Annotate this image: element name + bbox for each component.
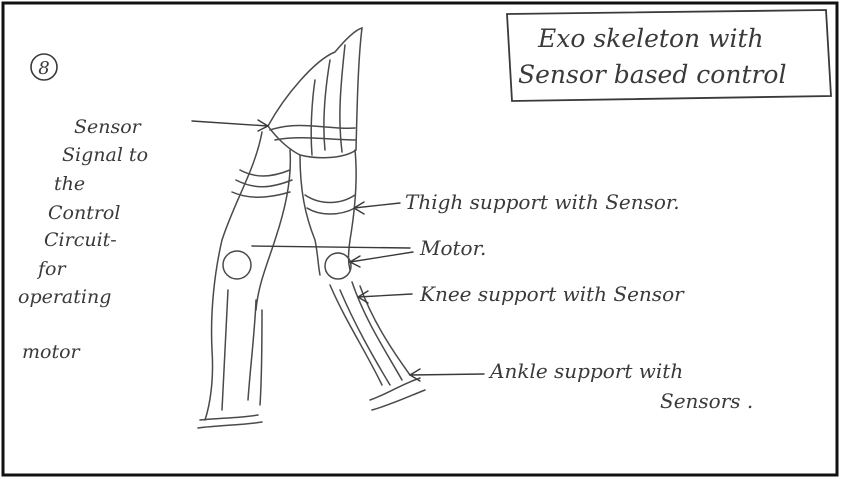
left-label-line: for <box>36 258 67 280</box>
ankle-support-label-line-2: Sensors . <box>660 389 753 413</box>
left-label-line: motor <box>22 341 82 363</box>
motor-label: Motor. <box>419 236 486 260</box>
left-label-line: operating <box>18 286 111 308</box>
title-line-1: Exo skeleton with <box>537 24 764 53</box>
left-label-line: the <box>54 173 85 195</box>
left-label-line: Signal to <box>62 144 148 166</box>
motor-arrow <box>252 246 413 267</box>
thigh-arrow <box>354 202 400 214</box>
ankle-support-label-line-1: Ankle support with <box>488 359 683 383</box>
title-line-2: Sensor based control <box>518 60 786 89</box>
front-foot <box>370 378 425 410</box>
sensor-signal-arrow <box>192 120 268 131</box>
knee-arrow <box>358 291 412 303</box>
back-thigh-front <box>256 150 290 310</box>
ankle-arrow <box>410 369 484 381</box>
hip-shading-2 <box>270 125 355 140</box>
knee-support-label: Knee support with Sensor <box>419 282 685 306</box>
back-foot <box>198 415 262 428</box>
thigh-support-label: Thigh support with Sensor. <box>405 190 680 214</box>
left-label-line: Control <box>48 202 120 224</box>
front-thigh-band <box>305 195 355 214</box>
exoskeleton-sketch <box>198 28 425 428</box>
sensor-signal-label: Sensor Signal to the Control Circuit- fo… <box>18 116 148 363</box>
left-label-line: Sensor <box>74 116 143 138</box>
back-knee-motor <box>223 251 251 279</box>
left-label-line: Circuit- <box>44 229 117 251</box>
figure-number: 8 <box>38 58 49 79</box>
front-knee-motor <box>325 253 351 279</box>
front-shin <box>330 282 410 385</box>
back-shin <box>222 290 262 410</box>
front-thigh <box>300 155 320 275</box>
